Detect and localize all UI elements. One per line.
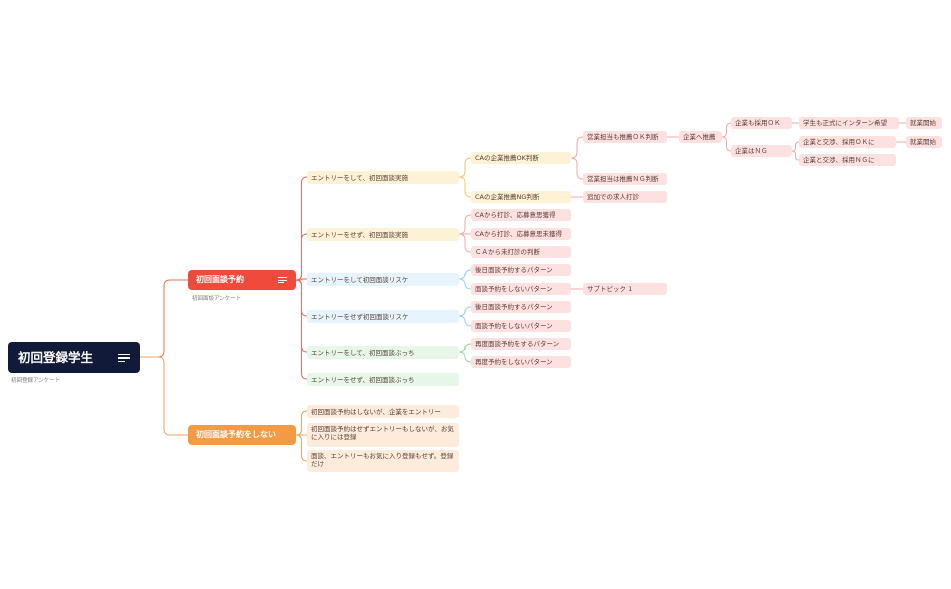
connector-line bbox=[295, 434, 308, 462]
connector-line bbox=[458, 157, 472, 178]
connector-line bbox=[458, 214, 472, 235]
topic-node[interactable]: サブトピック 1 bbox=[583, 283, 667, 295]
topic-node[interactable]: 面談予約をしないパターン bbox=[471, 283, 571, 295]
topic-node[interactable]: 面談、エントリーもお気に入り登録もせず。登録だけ bbox=[307, 450, 459, 472]
root-topic[interactable]: 初回登録学生 bbox=[8, 342, 140, 373]
topic-node[interactable]: 後日面談予約するパターン bbox=[471, 301, 571, 313]
connector-line bbox=[458, 278, 472, 290]
topic-node[interactable]: エントリーをせず、初回面談ぶっち bbox=[307, 373, 459, 386]
topic-node[interactable]: 就業開始 bbox=[906, 117, 942, 129]
branch-initial-interview[interactable]: 初回面談予約 bbox=[188, 270, 296, 290]
connector-line bbox=[570, 136, 584, 159]
topic-node[interactable]: 初回面談予約はしないが、企業をエントリー bbox=[307, 405, 459, 418]
connector-line bbox=[295, 410, 308, 436]
topic-node[interactable]: CAの企業推薦NG判断 bbox=[471, 191, 571, 203]
topic-node[interactable]: 就業開始 bbox=[906, 136, 942, 148]
topic-node[interactable]: CAから打診、応募意思未獲得 bbox=[471, 228, 571, 240]
topic-node[interactable]: エントリーをせず初回面談リスケ bbox=[307, 310, 459, 323]
notes-icon[interactable] bbox=[118, 353, 130, 363]
root-topic-label: 初回登録学生 bbox=[18, 349, 94, 365]
branch-label: 初回面談予約をしない bbox=[196, 430, 276, 439]
topic-node[interactable]: 営業担当は推薦ＮＧ判断 bbox=[583, 173, 667, 185]
topic-node[interactable]: 面談予約をしないパターン bbox=[471, 320, 571, 332]
topic-node[interactable]: 初回面談予約はせずエントリーもしないが、お気に入りには登録 bbox=[307, 423, 459, 447]
connector-line bbox=[458, 306, 472, 317]
connector-line bbox=[458, 176, 472, 198]
connector-line bbox=[721, 122, 732, 138]
connector-line bbox=[458, 351, 472, 363]
connector-line bbox=[570, 157, 584, 180]
branch-note: 初回面談アンケート bbox=[192, 296, 242, 302]
topic-node[interactable]: エントリーをして初回面談リスケ bbox=[307, 273, 459, 286]
topic-node[interactable]: 企業と交渉、採用ＮＧに bbox=[799, 154, 896, 166]
connector-line bbox=[140, 279, 188, 358]
connector-line bbox=[295, 233, 308, 281]
connector-line bbox=[296, 278, 307, 281]
connector-line bbox=[721, 136, 732, 152]
connector-line bbox=[458, 315, 472, 327]
topic-node[interactable]: エントリーをして、初回面談ぶっち bbox=[307, 346, 459, 359]
topic-node[interactable]: 企業も採用ＯＫ bbox=[731, 117, 792, 129]
branch-label: 初回面談予約 bbox=[196, 275, 244, 284]
topic-node[interactable]: 後日面談予約するパターン bbox=[471, 264, 571, 276]
topic-node[interactable]: CAの企業推薦OK判断 bbox=[471, 152, 571, 164]
connector-line bbox=[295, 279, 308, 380]
topic-node[interactable]: 企業へ推薦 bbox=[679, 131, 722, 143]
connector-line bbox=[791, 141, 800, 152]
topic-node[interactable]: 再度面談予約をするパターン bbox=[471, 338, 571, 350]
connector-line bbox=[458, 343, 472, 353]
topic-node[interactable]: エントリーをせず、初回面談実施 bbox=[307, 228, 459, 241]
root-note: 初回登録アンケート bbox=[11, 378, 61, 384]
branch-no-interview[interactable]: 初回面談予約をしない bbox=[188, 425, 296, 445]
topic-node[interactable]: エントリーをして、初回面談実施 bbox=[307, 171, 459, 184]
topic-node[interactable]: 追加での求人打診 bbox=[583, 191, 667, 203]
connector-line bbox=[791, 150, 800, 161]
connector-line bbox=[458, 233, 472, 253]
topic-node[interactable]: 企業はＮＧ bbox=[731, 145, 792, 157]
notes-icon[interactable] bbox=[278, 276, 288, 284]
topic-node[interactable]: 再度予約をしないパターン bbox=[471, 356, 571, 368]
topic-node[interactable]: ＣＡから未打診の判断 bbox=[471, 246, 571, 258]
connector-line bbox=[458, 269, 472, 280]
topic-node[interactable]: 企業と交渉、採用ＯＫに bbox=[799, 136, 896, 148]
topic-node[interactable]: 営業担当も推薦ＯＫ判断 bbox=[583, 131, 667, 143]
topic-node[interactable]: CAから打診、応募意思獲得 bbox=[471, 209, 571, 221]
topic-node[interactable]: 学生も正式にインターン希望 bbox=[799, 117, 899, 129]
connector-line bbox=[140, 356, 188, 436]
